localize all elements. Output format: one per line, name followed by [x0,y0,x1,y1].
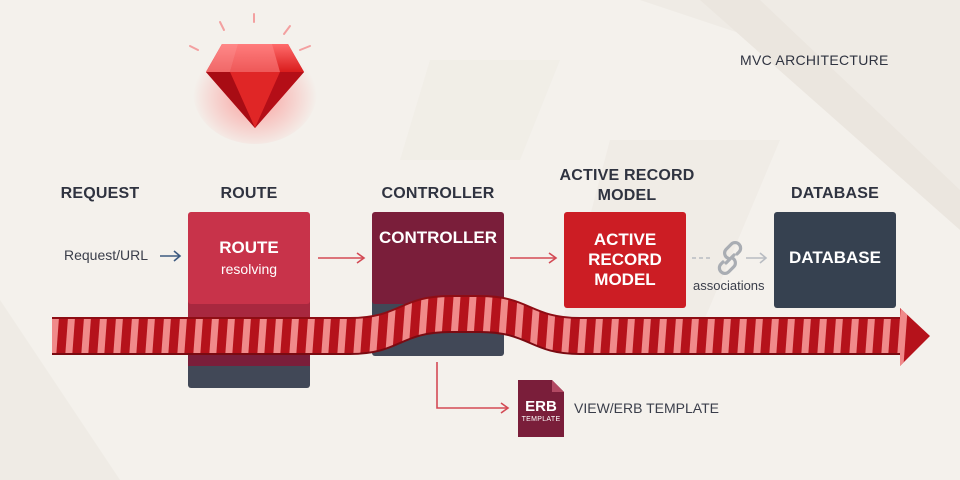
link-icon [717,241,743,275]
arrow-controller-to-view [436,362,510,414]
associations-label: associations [693,278,765,293]
column-label-controller: CONTROLLER [381,185,495,202]
route-box-title: ROUTE [219,238,279,257]
request-url-label: Request/URL [64,247,149,263]
model-box-line1: ACTIVE [593,230,657,249]
database-box[interactable]: DATABASE [774,212,896,308]
controller-box-title: CONTROLLER [378,228,498,247]
arrow-request-to-route [160,250,182,262]
column-label-request: REQUEST [60,185,140,202]
arrow-route-to-controller [318,252,366,264]
view-template-label: VIEW/ERB TEMPLATE [574,400,719,416]
column-label-database: DATABASE [790,185,880,202]
erb-icon-subtext: TEMPLATE [521,416,561,423]
route-box[interactable]: ROUTE resolving [188,212,310,304]
column-label-model-line2: MODEL [597,187,657,204]
database-box-title: DATABASE [789,248,881,267]
route-stack-layer [188,352,310,366]
route-box-subtitle: resolving [220,261,278,277]
model-box-line3: MODEL [594,270,656,289]
column-label-model-line1: ACTIVE RECORD [559,167,695,184]
erb-file-icon [518,380,564,437]
diagram-title: MVC ARCHITECTURE [740,52,889,68]
request-pipeline-band [52,295,930,366]
active-record-model-box[interactable]: ACTIVE RECORD MODEL [564,212,686,308]
arrow-model-to-database [692,252,768,264]
column-label-model: ACTIVE RECORD MODEL [552,166,702,206]
controller-box[interactable]: CONTROLLER [372,212,504,304]
arrow-controller-to-model [510,252,558,264]
model-box-line2: RECORD [588,250,662,269]
column-label-route: ROUTE [220,185,278,202]
erb-icon-text: ERB [525,398,557,415]
